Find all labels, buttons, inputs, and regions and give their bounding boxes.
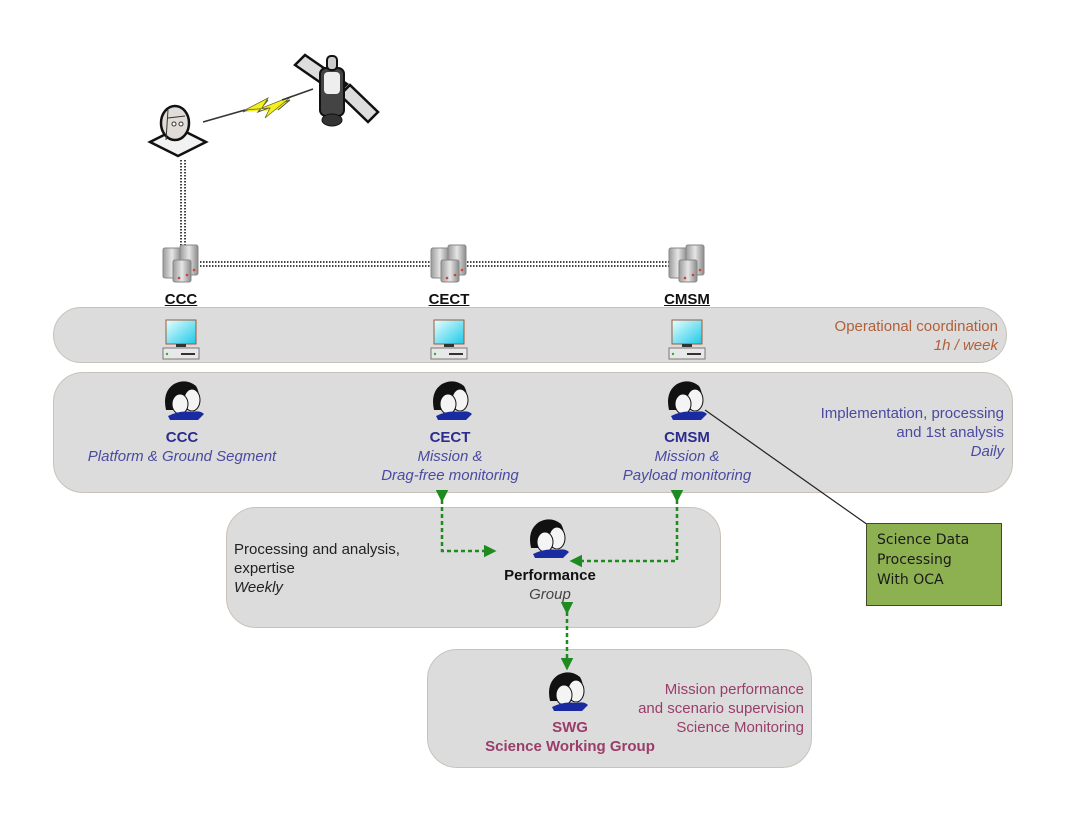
implementation-line2: and 1st analysis <box>896 424 1004 441</box>
satellite-icon <box>293 53 380 127</box>
science-data-processing-note: Science Data Processing With OCA <box>866 523 1002 606</box>
arrow-cect-performance <box>435 490 497 558</box>
swg-line3: Science Monitoring <box>676 719 804 736</box>
swg-line1: Mission performance <box>664 681 804 698</box>
performance-frequency: Weekly <box>234 579 283 596</box>
performance-line1: Processing and analysis, <box>234 541 400 558</box>
server-label-cect: CECT <box>428 291 470 308</box>
people-icon-cmsm <box>668 381 707 420</box>
swg-band <box>427 649 812 768</box>
callout-line <box>704 409 869 526</box>
implementation-band <box>53 372 1013 493</box>
computer-icon-cect <box>430 319 468 360</box>
team-desc1-cect: Mission & <box>417 448 483 465</box>
note-line3: With OCA <box>877 572 944 588</box>
implementation-frequency: Daily <box>970 443 1004 460</box>
people-icon-ccc <box>165 381 204 420</box>
swg-name: SWG <box>552 719 588 736</box>
server-label-ccc: CCC <box>164 291 198 308</box>
server-icon-cect <box>430 244 467 283</box>
people-icon-cect <box>433 381 472 420</box>
note-line2: Processing <box>877 552 952 568</box>
implementation-line1: Implementation, processing <box>820 405 1004 422</box>
satellite-dish-icon <box>147 104 209 158</box>
team-name-cect: CECT <box>429 429 471 446</box>
computer-icon-ccc <box>162 319 200 360</box>
team-name-ccc: CCC <box>165 429 199 446</box>
performance-line2: expertise <box>234 560 295 577</box>
team-desc2-cect: Drag-free monitoring <box>381 467 519 484</box>
team-desc1-cmsm: Mission & <box>654 448 720 465</box>
server-label-cmsm: CMSM <box>664 291 710 308</box>
performance-group-sub: Group <box>529 586 571 603</box>
network-cable-vertical <box>180 160 186 250</box>
swg-line2: and scenario supervision <box>638 700 804 717</box>
team-desc-ccc: Platform & Ground Segment <box>87 448 277 465</box>
performance-group-name: Performance <box>504 567 596 584</box>
operational-coordination-band <box>53 307 1007 363</box>
computer-icon-cmsm <box>668 319 706 360</box>
operational-title: Operational coordination <box>834 318 998 335</box>
team-desc2-cmsm: Payload monitoring <box>622 467 752 484</box>
lightning-link-icon <box>202 88 314 123</box>
arrow-cmsm-performance <box>569 490 684 568</box>
swg-full-name: Science Working Group <box>485 738 655 755</box>
team-name-cmsm: CMSM <box>664 429 710 446</box>
note-line1: Science Data <box>877 532 970 548</box>
server-icon-ccc <box>162 244 199 283</box>
people-icon-performance <box>530 519 569 558</box>
people-icon-swg <box>549 672 588 711</box>
server-icon-cmsm <box>668 244 705 283</box>
operational-frequency: 1h / week <box>933 337 998 354</box>
